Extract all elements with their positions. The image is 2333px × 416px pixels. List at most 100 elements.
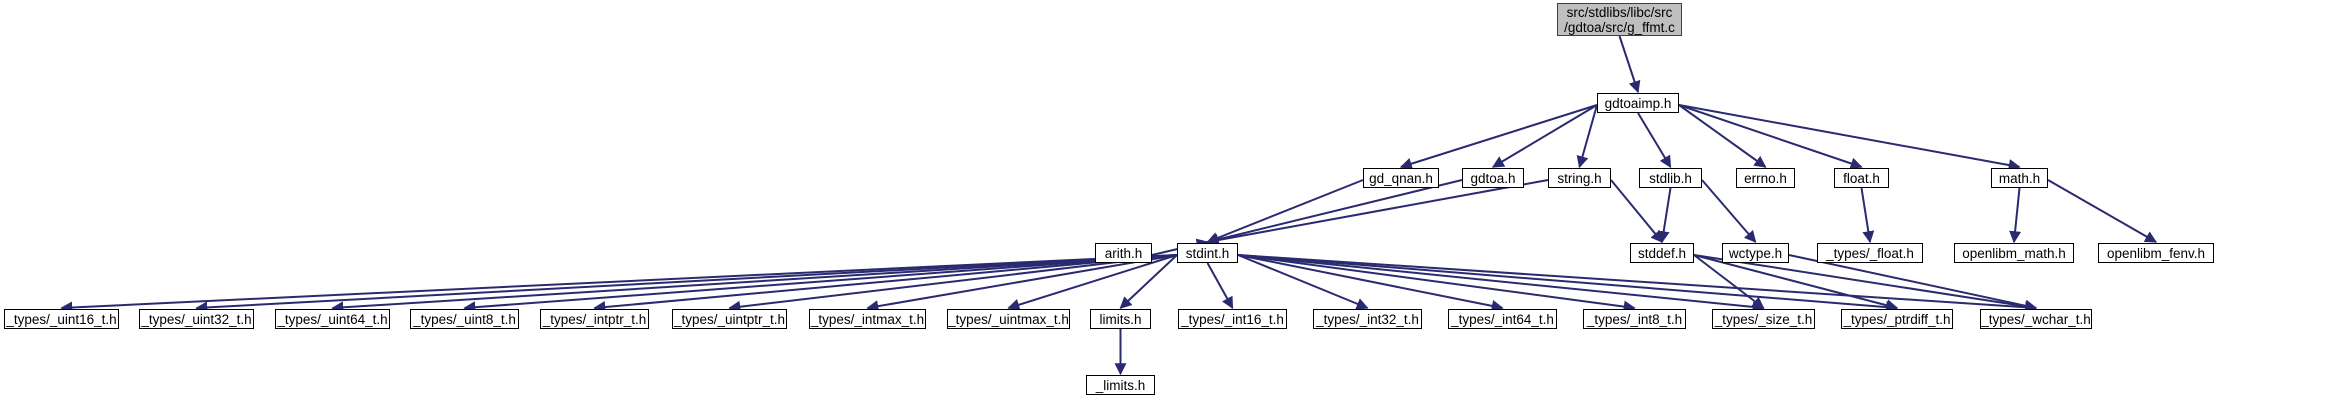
graph-node-_limits[interactable]: _limits.h <box>1086 375 1155 395</box>
graph-edge-gd_qnan-to-stdint <box>1206 179 1364 244</box>
graph-edge-stdint-to-int64 <box>1237 254 1504 312</box>
graph-edge-stdint-to-intptr <box>593 254 1178 313</box>
graph-node-stddef[interactable]: stddef.h <box>1630 243 1694 263</box>
graph-node-label: gd_qnan.h <box>1369 170 1433 186</box>
graph-node-size[interactable]: _types/_size_t.h <box>1712 309 1815 329</box>
graph-edge-math-to-openlibm_fenv <box>2047 179 2158 243</box>
graph-node-errno[interactable]: errno.h <box>1736 168 1795 188</box>
graph-edge-stdint-to-int16 <box>1206 262 1234 310</box>
graph-node-gd_qnan[interactable]: gd_qnan.h <box>1363 168 1439 188</box>
graph-edge-stddef-to-wchar <box>1693 254 2038 313</box>
graph-node-uint16[interactable]: _types/_uint16_t.h <box>4 309 119 329</box>
graph-edge-stdint-to-int8 <box>1237 254 1636 313</box>
graph-node-label: _types/_uint64_t.h <box>277 311 388 327</box>
graph-edge-stdint-to-intmax <box>866 254 1178 313</box>
graph-node-label: _types/_wchar_t.h <box>1981 311 2091 327</box>
graph-edge-gdtoaimp-to-string <box>1576 104 1598 169</box>
graph-node-label: _types/_int64_t.h <box>1451 311 1554 327</box>
graph-edge-stdint-to-size <box>1237 254 1765 313</box>
graph-edge-stdint-to-uint16 <box>60 254 1178 314</box>
graph-node-uint32[interactable]: _types/_uint32_t.h <box>139 309 254 329</box>
graph-node-label: errno.h <box>1744 170 1787 186</box>
graph-edge-string-to-stdint <box>1206 179 1549 246</box>
graph-node-label: _types/_intmax_t.h <box>810 311 925 327</box>
graph-edge-wctype-to-wchar <box>1788 254 2038 312</box>
graph-node-stdint[interactable]: stdint.h <box>1177 243 1238 263</box>
graph-node-label: _types/_int32_t.h <box>1316 311 1419 327</box>
graph-edge-gdtoa-to-stdint <box>1206 179 1463 246</box>
graph-node-stdlib[interactable]: stdlib.h <box>1639 168 1702 188</box>
graph-node-label: _types/_uint16_t.h <box>6 311 117 327</box>
graph-node-gdtoa[interactable]: gdtoa.h <box>1462 168 1524 188</box>
graph-node-label: _types/_int16_t.h <box>1181 311 1284 327</box>
graph-node-label: wctype.h <box>1728 245 1783 261</box>
graph-node-math[interactable]: math.h <box>1991 168 2048 188</box>
graph-node-openlibm_math[interactable]: openlibm_math.h <box>1954 243 2074 263</box>
graph-node-label: gdtoa.h <box>1470 170 1516 186</box>
graph-node-int16[interactable]: _types/_int16_t.h <box>1178 309 1287 329</box>
graph-node-label: src/stdlibs/libc/src /gdtoa/src/g_ffmt.c <box>1564 4 1675 35</box>
graph-edge-gdtoaimp-to-errno <box>1678 104 1767 168</box>
graph-node-arith[interactable]: arith.h <box>1095 243 1152 263</box>
graph-edge-stdlib-to-wctype <box>1701 179 1757 243</box>
graph-edge-stdint-to-uint32 <box>195 254 1178 314</box>
graph-edge-stddef-to-size <box>1693 254 1765 309</box>
graph-edge-stdint-to-uint8 <box>463 254 1178 314</box>
graph-node-label: _types/_uintmax_t.h <box>948 311 1069 327</box>
graph-node-label: _types/_float.h <box>1826 245 1914 261</box>
graph-edge-stdint-to-int32 <box>1237 254 1369 310</box>
graph-node-label: math.h <box>1998 170 2041 186</box>
graph-edge-gdtoaimp-to-stdlib <box>1637 112 1672 169</box>
graph-edge-stdint-to-wchar <box>1237 254 2038 314</box>
graph-node-intptr[interactable]: _types/_intptr_t.h <box>540 309 649 329</box>
graph-edge-stdint-to-ptrdiff <box>1237 254 1899 314</box>
graph-edge-root-to-gdtoaimp <box>1618 35 1641 94</box>
graph-node-label: _types/_intptr_t.h <box>542 311 647 327</box>
graph-node-label: float.h <box>1843 170 1880 186</box>
graph-node-wctype[interactable]: wctype.h <box>1722 243 1789 263</box>
graph-node-gdtoaimp[interactable]: gdtoaimp.h <box>1597 93 1679 113</box>
graph-node-int32[interactable]: _types/_int32_t.h <box>1313 309 1422 329</box>
graph-edge-stdlib-to-stddef <box>1657 187 1672 244</box>
graph-node-int64[interactable]: _types/_int64_t.h <box>1448 309 1557 329</box>
graph-node-label: string.h <box>1557 170 1602 186</box>
graph-node-label: _types/_uintptr_t.h <box>673 311 786 327</box>
graph-edge-gdtoaimp-to-gdtoa <box>1491 104 1598 168</box>
graph-node-uint8[interactable]: _types/_uint8_t.h <box>410 309 519 329</box>
graph-node-label: stdint.h <box>1185 245 1230 261</box>
graph-node-root[interactable]: src/stdlibs/libc/src /gdtoa/src/g_ffmt.c <box>1557 3 1682 36</box>
graph-node-label: openlibm_fenv.h <box>2106 245 2206 261</box>
graph-node-ptrdiff[interactable]: _types/_ptrdiff_t.h <box>1841 309 1953 329</box>
graph-edge-stdint-to-uintptr <box>728 254 1178 313</box>
graph-edge-stddef-to-ptrdiff <box>1693 254 1899 312</box>
graph-edge-stdint-to-uint64 <box>331 254 1178 314</box>
graph-node-label: limits.h <box>1099 311 1142 327</box>
graph-node-label: _types/_size_t.h <box>1714 311 1813 327</box>
graph-edge-stdint-to-limits <box>1119 254 1178 309</box>
graph-node-label: arith.h <box>1104 245 1143 261</box>
graph-node-label: stdlib.h <box>1649 170 1692 186</box>
graph-node-openlibm_fenv[interactable]: openlibm_fenv.h <box>2098 243 2214 263</box>
graph-node-uintmax[interactable]: _types/_uintmax_t.h <box>947 309 1070 329</box>
graph-node-label: _types/_int8_t.h <box>1586 311 1683 327</box>
graph-node-types_float[interactable]: _types/_float.h <box>1817 243 1923 263</box>
graph-node-uint64[interactable]: _types/_uint64_t.h <box>275 309 390 329</box>
graph-edge-float-to-types_float <box>1860 187 1875 244</box>
graph-node-label: gdtoaimp.h <box>1604 95 1672 111</box>
graph-node-int8[interactable]: _types/_int8_t.h <box>1583 309 1686 329</box>
graph-node-float[interactable]: float.h <box>1834 168 1889 188</box>
graph-node-uintptr[interactable]: _types/_uintptr_t.h <box>672 309 787 329</box>
graph-edge-math-to-openlibm_math <box>2009 187 2022 244</box>
graph-edge-gdtoaimp-to-gd_qnan <box>1399 104 1598 170</box>
graph-node-label: openlibm_math.h <box>1962 245 2066 261</box>
graph-node-intmax[interactable]: _types/_intmax_t.h <box>809 309 926 329</box>
graph-node-string[interactable]: string.h <box>1548 168 1611 188</box>
graph-node-label: _types/_uint8_t.h <box>413 311 516 327</box>
graph-edge-stdint-to-uintmax <box>1007 254 1178 311</box>
graph-node-label: _limits.h <box>1095 377 1146 393</box>
graph-edge-string-to-stddef <box>1610 179 1663 243</box>
graph-node-wchar[interactable]: _types/_wchar_t.h <box>1980 309 2092 329</box>
graph-node-limits[interactable]: limits.h <box>1090 309 1151 329</box>
